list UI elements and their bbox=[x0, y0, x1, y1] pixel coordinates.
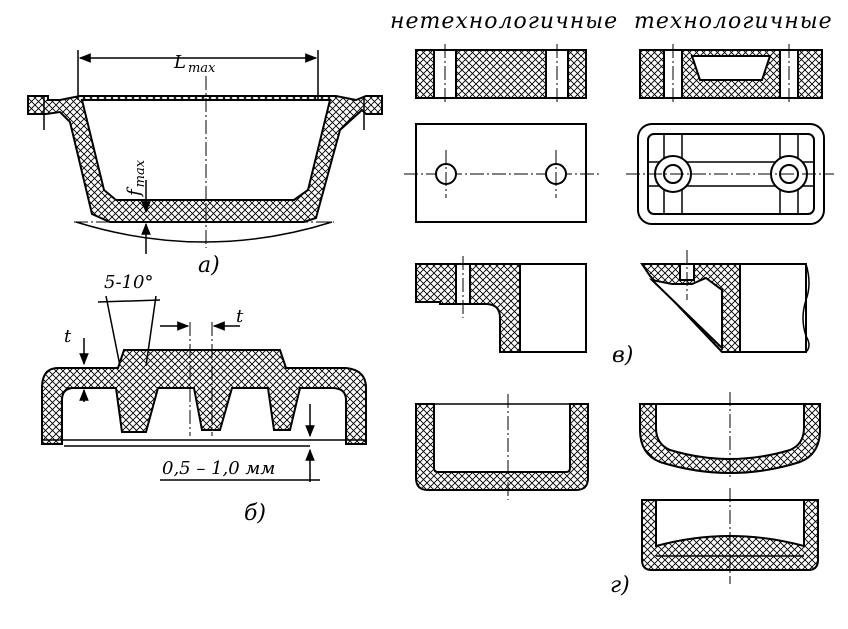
figure-v-bracket-tech: в) bbox=[612, 250, 810, 368]
label-v: в) bbox=[612, 343, 633, 368]
figure-v-bracket-non-tech bbox=[415, 256, 587, 353]
tray-section bbox=[27, 95, 383, 223]
figure-g-box-tech-concave: г) bbox=[610, 488, 819, 598]
label-g: г) bbox=[610, 573, 630, 598]
rib-pitch-label: t bbox=[236, 306, 244, 327]
figure-g-box-non-tech bbox=[415, 394, 589, 500]
wall-thickness-label: t bbox=[64, 326, 72, 347]
header-technological: технологичные bbox=[634, 9, 833, 34]
ribbed-cover-section bbox=[41, 349, 367, 445]
label-a: а) bbox=[198, 253, 220, 278]
figure-v-ribbed-block-section bbox=[639, 44, 823, 104]
figure-v-solid-block-section bbox=[415, 44, 587, 104]
gap-label: 0,5 – 1,0 мм bbox=[162, 458, 275, 479]
label-b: б) bbox=[244, 501, 266, 526]
figure-v-ribbed-block-plan bbox=[626, 123, 834, 225]
f-max-label: fmax bbox=[124, 159, 148, 198]
draft-angle-label: 5-10° bbox=[104, 272, 153, 293]
figure-b-ribbed-cover: 5-10° t t 0,5 – 1,0 мм б) bbox=[41, 272, 367, 526]
figure-g-box-tech-convex bbox=[639, 392, 821, 478]
figure-v-solid-block-plan bbox=[404, 123, 600, 223]
header-non-technological: нетехнологичные bbox=[390, 9, 618, 34]
